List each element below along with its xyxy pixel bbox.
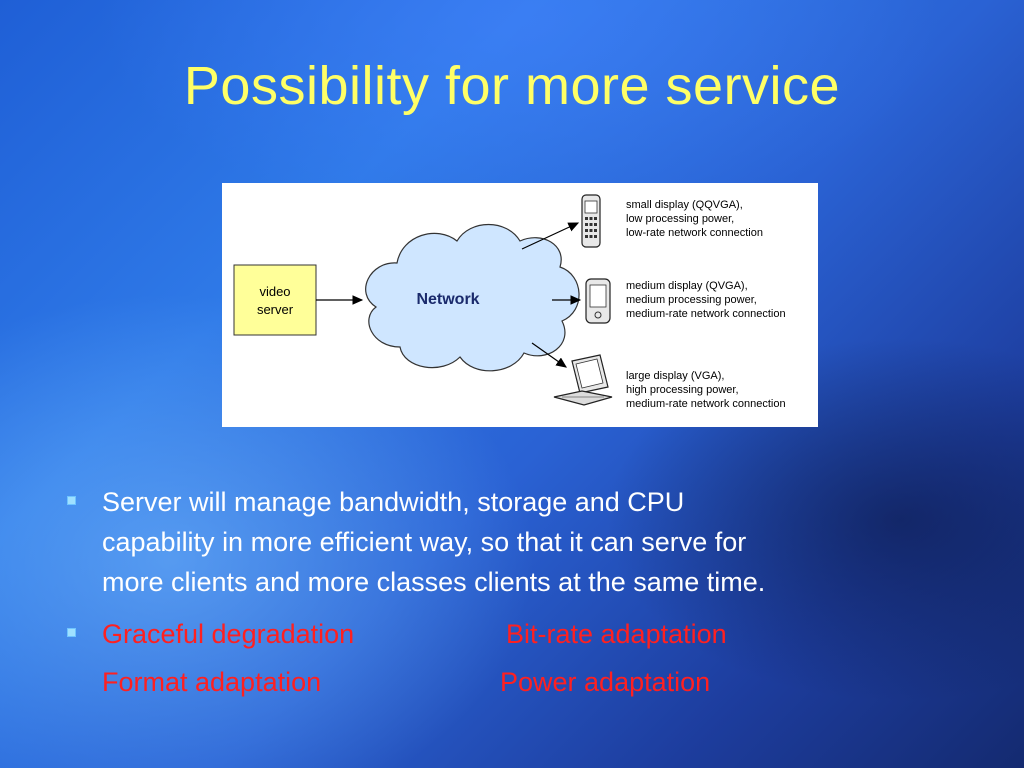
pda-desc-line2: medium processing power, xyxy=(626,294,757,306)
cellphone-desc-line3: low-rate network connection xyxy=(626,227,763,239)
laptop-icon xyxy=(553,354,613,406)
pda-icon xyxy=(585,278,611,324)
power-adaptation-text: Power adaptation xyxy=(500,667,711,697)
bullet-square-icon xyxy=(67,628,76,637)
graceful-degradation-text: Graceful degradation xyxy=(102,619,355,649)
bullet-item-server: Server will manage bandwidth, storage an… xyxy=(60,482,980,602)
bullet-text-line: more clients and more classes clients at… xyxy=(102,567,766,597)
laptop-desc-line2: high processing power, xyxy=(626,384,739,396)
cellphone-desc-line2: low processing power, xyxy=(626,213,734,225)
network-diagram: video server Network xyxy=(222,183,818,427)
bullet-text-line: capability in more efficient way, so tha… xyxy=(102,527,747,557)
cellphone-icon xyxy=(581,194,601,248)
server-label-line1: video xyxy=(259,284,290,299)
pda-desc-line1: medium display (QVGA), xyxy=(626,280,748,292)
server-label-line2: server xyxy=(257,302,294,317)
bullet-item-adaptations: Graceful degradation Bit-rate adaptation xyxy=(60,614,980,654)
cellphone-desc-line1: small display (QQVGA), xyxy=(626,199,743,211)
video-server-box: video server xyxy=(233,264,317,336)
network-label: Network xyxy=(416,291,479,308)
laptop-desc-line1: large display (VGA), xyxy=(626,370,724,382)
pda-desc-line3: medium-rate network connection xyxy=(626,308,786,320)
laptop-desc-line3: medium-rate network connection xyxy=(626,398,786,410)
bit-rate-adaptation-text: Bit-rate adaptation xyxy=(506,619,727,649)
bullet-list: Server will manage bandwidth, storage an… xyxy=(60,482,980,702)
bullet-square-icon xyxy=(67,496,76,505)
format-adaptation-text: Format adaptation xyxy=(102,667,322,697)
bullet-continuation-adaptations: Format adaptation Power adaptation xyxy=(60,662,980,702)
arrow-to-laptop xyxy=(531,342,567,368)
arrow-to-cellphone xyxy=(521,222,580,250)
bullet-text-line: Server will manage bandwidth, storage an… xyxy=(102,487,685,517)
slide-title: Possibility for more service xyxy=(183,56,841,116)
network-cloud: Network xyxy=(365,223,580,372)
